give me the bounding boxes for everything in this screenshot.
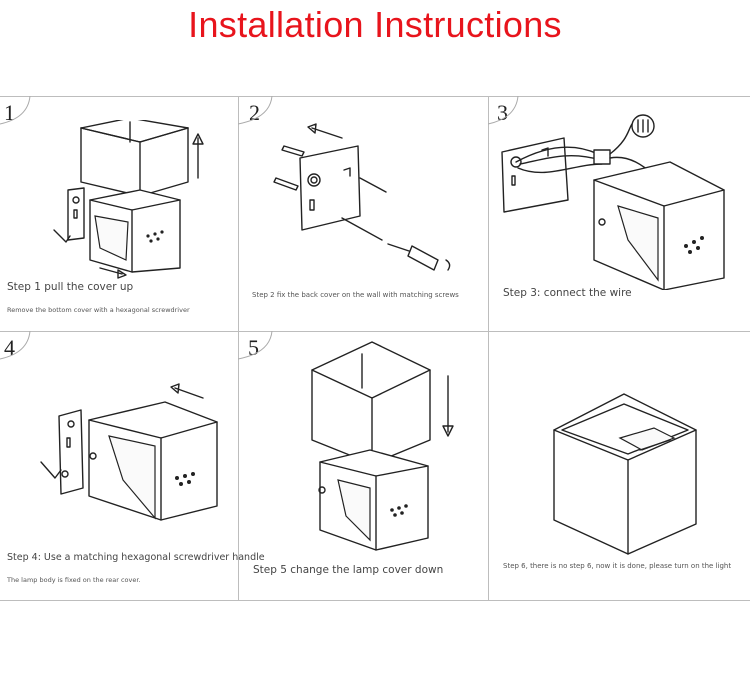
step-5-corner-arc bbox=[238, 331, 273, 360]
step-2-caption: Step 2 fix the back cover on the wall wi… bbox=[252, 291, 459, 299]
step-6-illustration bbox=[553, 393, 697, 555]
step-3-number: 3 bbox=[497, 100, 508, 125]
step-4-number: 4 bbox=[4, 335, 15, 360]
step-4-note: The lamp body is fixed on the rear cover… bbox=[7, 576, 141, 584]
step-6-caption: Step 6, there is no step 6, now it is do… bbox=[503, 562, 732, 570]
step-5-illustration bbox=[311, 341, 454, 551]
step-2-corner-arc bbox=[238, 96, 273, 125]
step-1-note: Remove the bottom cover with a hexagonal… bbox=[7, 306, 190, 314]
step-4-caption: Step 4: Use a matching hexagonal screwdr… bbox=[7, 552, 265, 563]
step-3-corner-arc bbox=[488, 96, 519, 125]
step-1-corner-arc bbox=[0, 96, 31, 125]
step-3-illustration bbox=[501, 114, 725, 290]
step-4-illustration bbox=[40, 383, 218, 521]
step-4-corner-arc bbox=[0, 331, 31, 360]
step-1-number: 1 bbox=[4, 100, 15, 125]
step-2-number: 2 bbox=[249, 100, 260, 125]
step-2-illustration bbox=[273, 123, 451, 271]
step-1-illustration bbox=[53, 120, 204, 279]
grid-top-line bbox=[0, 96, 750, 97]
grid-bottom-line bbox=[0, 600, 750, 601]
step-3-caption: Step 3: connect the wire bbox=[503, 287, 632, 299]
step-1-caption: Step 1 pull the cover up bbox=[7, 281, 134, 293]
grid-col-divider-2 bbox=[488, 96, 489, 601]
page-title: Installation Instructions bbox=[188, 4, 562, 45]
step-5-caption: Step 5 change the lamp cover down bbox=[253, 564, 444, 576]
step-5-number: 5 bbox=[248, 335, 259, 360]
grid-col-divider-1 bbox=[238, 96, 239, 601]
grid-middle-line bbox=[0, 331, 750, 332]
